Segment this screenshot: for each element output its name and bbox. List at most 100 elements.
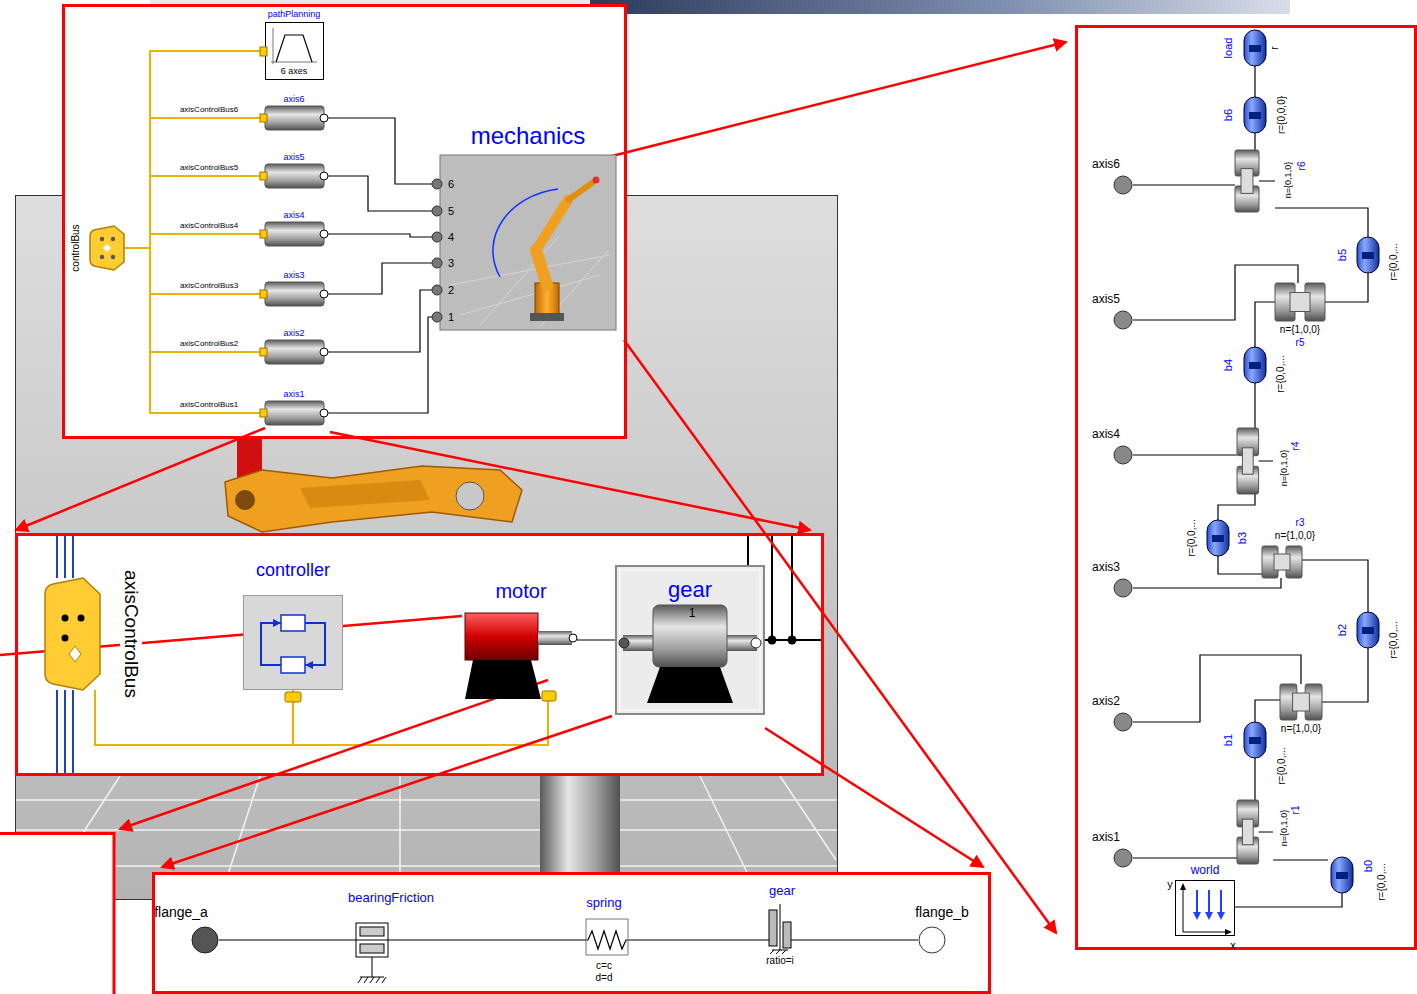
component-name: axis6 <box>283 94 304 104</box>
path-shape <box>536 250 547 285</box>
rect-shape <box>360 944 384 953</box>
mechanical-connection <box>1218 556 1262 574</box>
bus-label: axisControlBus1 <box>178 401 240 409</box>
world-block: world <box>1175 880 1235 936</box>
axis-block: axis5 <box>265 164 324 188</box>
component-name: spring <box>586 896 621 911</box>
parameter-text: 6 axes <box>281 66 308 76</box>
mechanical-connection <box>1273 859 1328 860</box>
bus-connection <box>124 176 265 248</box>
path-shape <box>578 931 636 949</box>
component-name: motor <box>495 580 546 603</box>
parameter-text: n={0,1,0} <box>1283 162 1293 198</box>
bearing-block: bearingFriction <box>352 915 392 987</box>
svg-shape <box>1241 722 1269 758</box>
mechanical-connection <box>1133 857 1237 858</box>
mechanical-connection <box>1133 655 1301 722</box>
svg-shape <box>45 578 100 690</box>
parameter-text: r={0,0,... <box>1186 519 1198 557</box>
rect-shape <box>653 605 727 667</box>
circle-shape <box>1114 446 1132 464</box>
axis-block: axis2 <box>265 340 324 364</box>
rect-shape <box>1242 819 1253 845</box>
mechanical-connection <box>324 263 440 294</box>
circ-block: axis1 <box>1113 848 1133 868</box>
mech-block: mechanics <box>440 155 616 330</box>
body-block: b3r={0,0,... <box>1204 520 1232 556</box>
bus-label: axisControlBus6 <box>178 106 240 114</box>
component-name: axis5 <box>283 152 304 162</box>
parameter-text: r <box>1269 46 1281 49</box>
mechanical-connection <box>324 118 440 184</box>
path-shape <box>225 466 522 532</box>
rect-shape <box>285 692 301 702</box>
jointx-block: r3n={1,0,0} <box>1262 546 1302 578</box>
rect-shape <box>542 691 556 701</box>
svg-shape <box>1113 578 1133 598</box>
rect-shape <box>281 657 305 673</box>
g-shape <box>0 42 1066 933</box>
bus-connection <box>124 234 265 248</box>
bus-label: axisControlBus4 <box>178 222 240 230</box>
rect-shape <box>1077 27 1416 949</box>
jointy-block: r4n={0,1,0} <box>1237 428 1273 494</box>
svg-shape <box>1275 283 1325 321</box>
component-name: controlBus <box>70 224 82 271</box>
rect-shape <box>260 172 267 180</box>
mechanical-connection <box>1133 265 1298 320</box>
svg-shape <box>1354 612 1382 648</box>
component-name: world <box>1191 864 1220 878</box>
circle-shape <box>62 635 69 642</box>
svg-shape <box>578 915 636 957</box>
circle-shape <box>320 172 328 180</box>
svg-shape <box>1354 237 1382 273</box>
path-shape <box>493 189 558 277</box>
path-shape <box>69 646 81 662</box>
component-name: gear <box>668 577 712 602</box>
flangeb-block: flange_b <box>918 926 946 954</box>
rect-shape <box>1176 881 1235 936</box>
axis-block: axis3 <box>265 282 324 306</box>
rect-shape <box>1331 857 1353 893</box>
jointy-block: r1n={0,1,0} <box>1237 800 1273 864</box>
rect-shape <box>260 230 267 238</box>
component-name: flange_a <box>154 904 208 920</box>
svg-shape <box>750 900 810 952</box>
mechanical-connection <box>810 939 918 940</box>
svg-shape <box>265 164 324 188</box>
svg-shape <box>265 401 324 425</box>
parameter-text: c=c d=d <box>588 960 620 983</box>
circle-shape <box>569 634 577 642</box>
circle-shape <box>111 237 115 241</box>
circle-shape <box>320 348 328 356</box>
mechanical-connection <box>324 176 440 211</box>
axis-block: axis1 <box>265 401 324 425</box>
component-name: n={1,0,0} <box>1281 723 1321 735</box>
svg-shape <box>465 613 577 699</box>
svg-shape <box>1175 880 1235 936</box>
circle-shape <box>235 490 255 510</box>
svg-shape <box>1113 848 1133 868</box>
line-shape <box>16 428 265 530</box>
svg-shape <box>1280 684 1322 720</box>
component-name: r6 <box>1296 162 1308 171</box>
body-block: b4r={0,0,... <box>1241 347 1269 383</box>
rect-shape <box>1244 722 1266 758</box>
gearbig-block: gear1 <box>615 565 765 715</box>
svg-shape <box>1241 347 1269 383</box>
jointx-block: n={1,0,0}r5 <box>1275 283 1325 321</box>
mechanical-connection <box>392 939 578 940</box>
body-block: b1r={0,0,... <box>1241 722 1269 758</box>
component-name: b0 <box>1362 860 1375 872</box>
circ-block: axis2 <box>1113 712 1133 732</box>
component-name: axis4 <box>283 210 304 220</box>
body-block: b0r={0,0,... <box>1328 857 1356 893</box>
mechanical-connection <box>1254 383 1255 428</box>
svg-shape <box>1113 445 1133 465</box>
circle-shape <box>751 638 761 648</box>
circ-block: axis3 <box>1113 578 1133 598</box>
circle-shape <box>432 232 442 242</box>
circ-block: axis5 <box>1113 310 1133 330</box>
component-name: b5 <box>1336 249 1349 261</box>
path-shape <box>1197 890 1221 912</box>
